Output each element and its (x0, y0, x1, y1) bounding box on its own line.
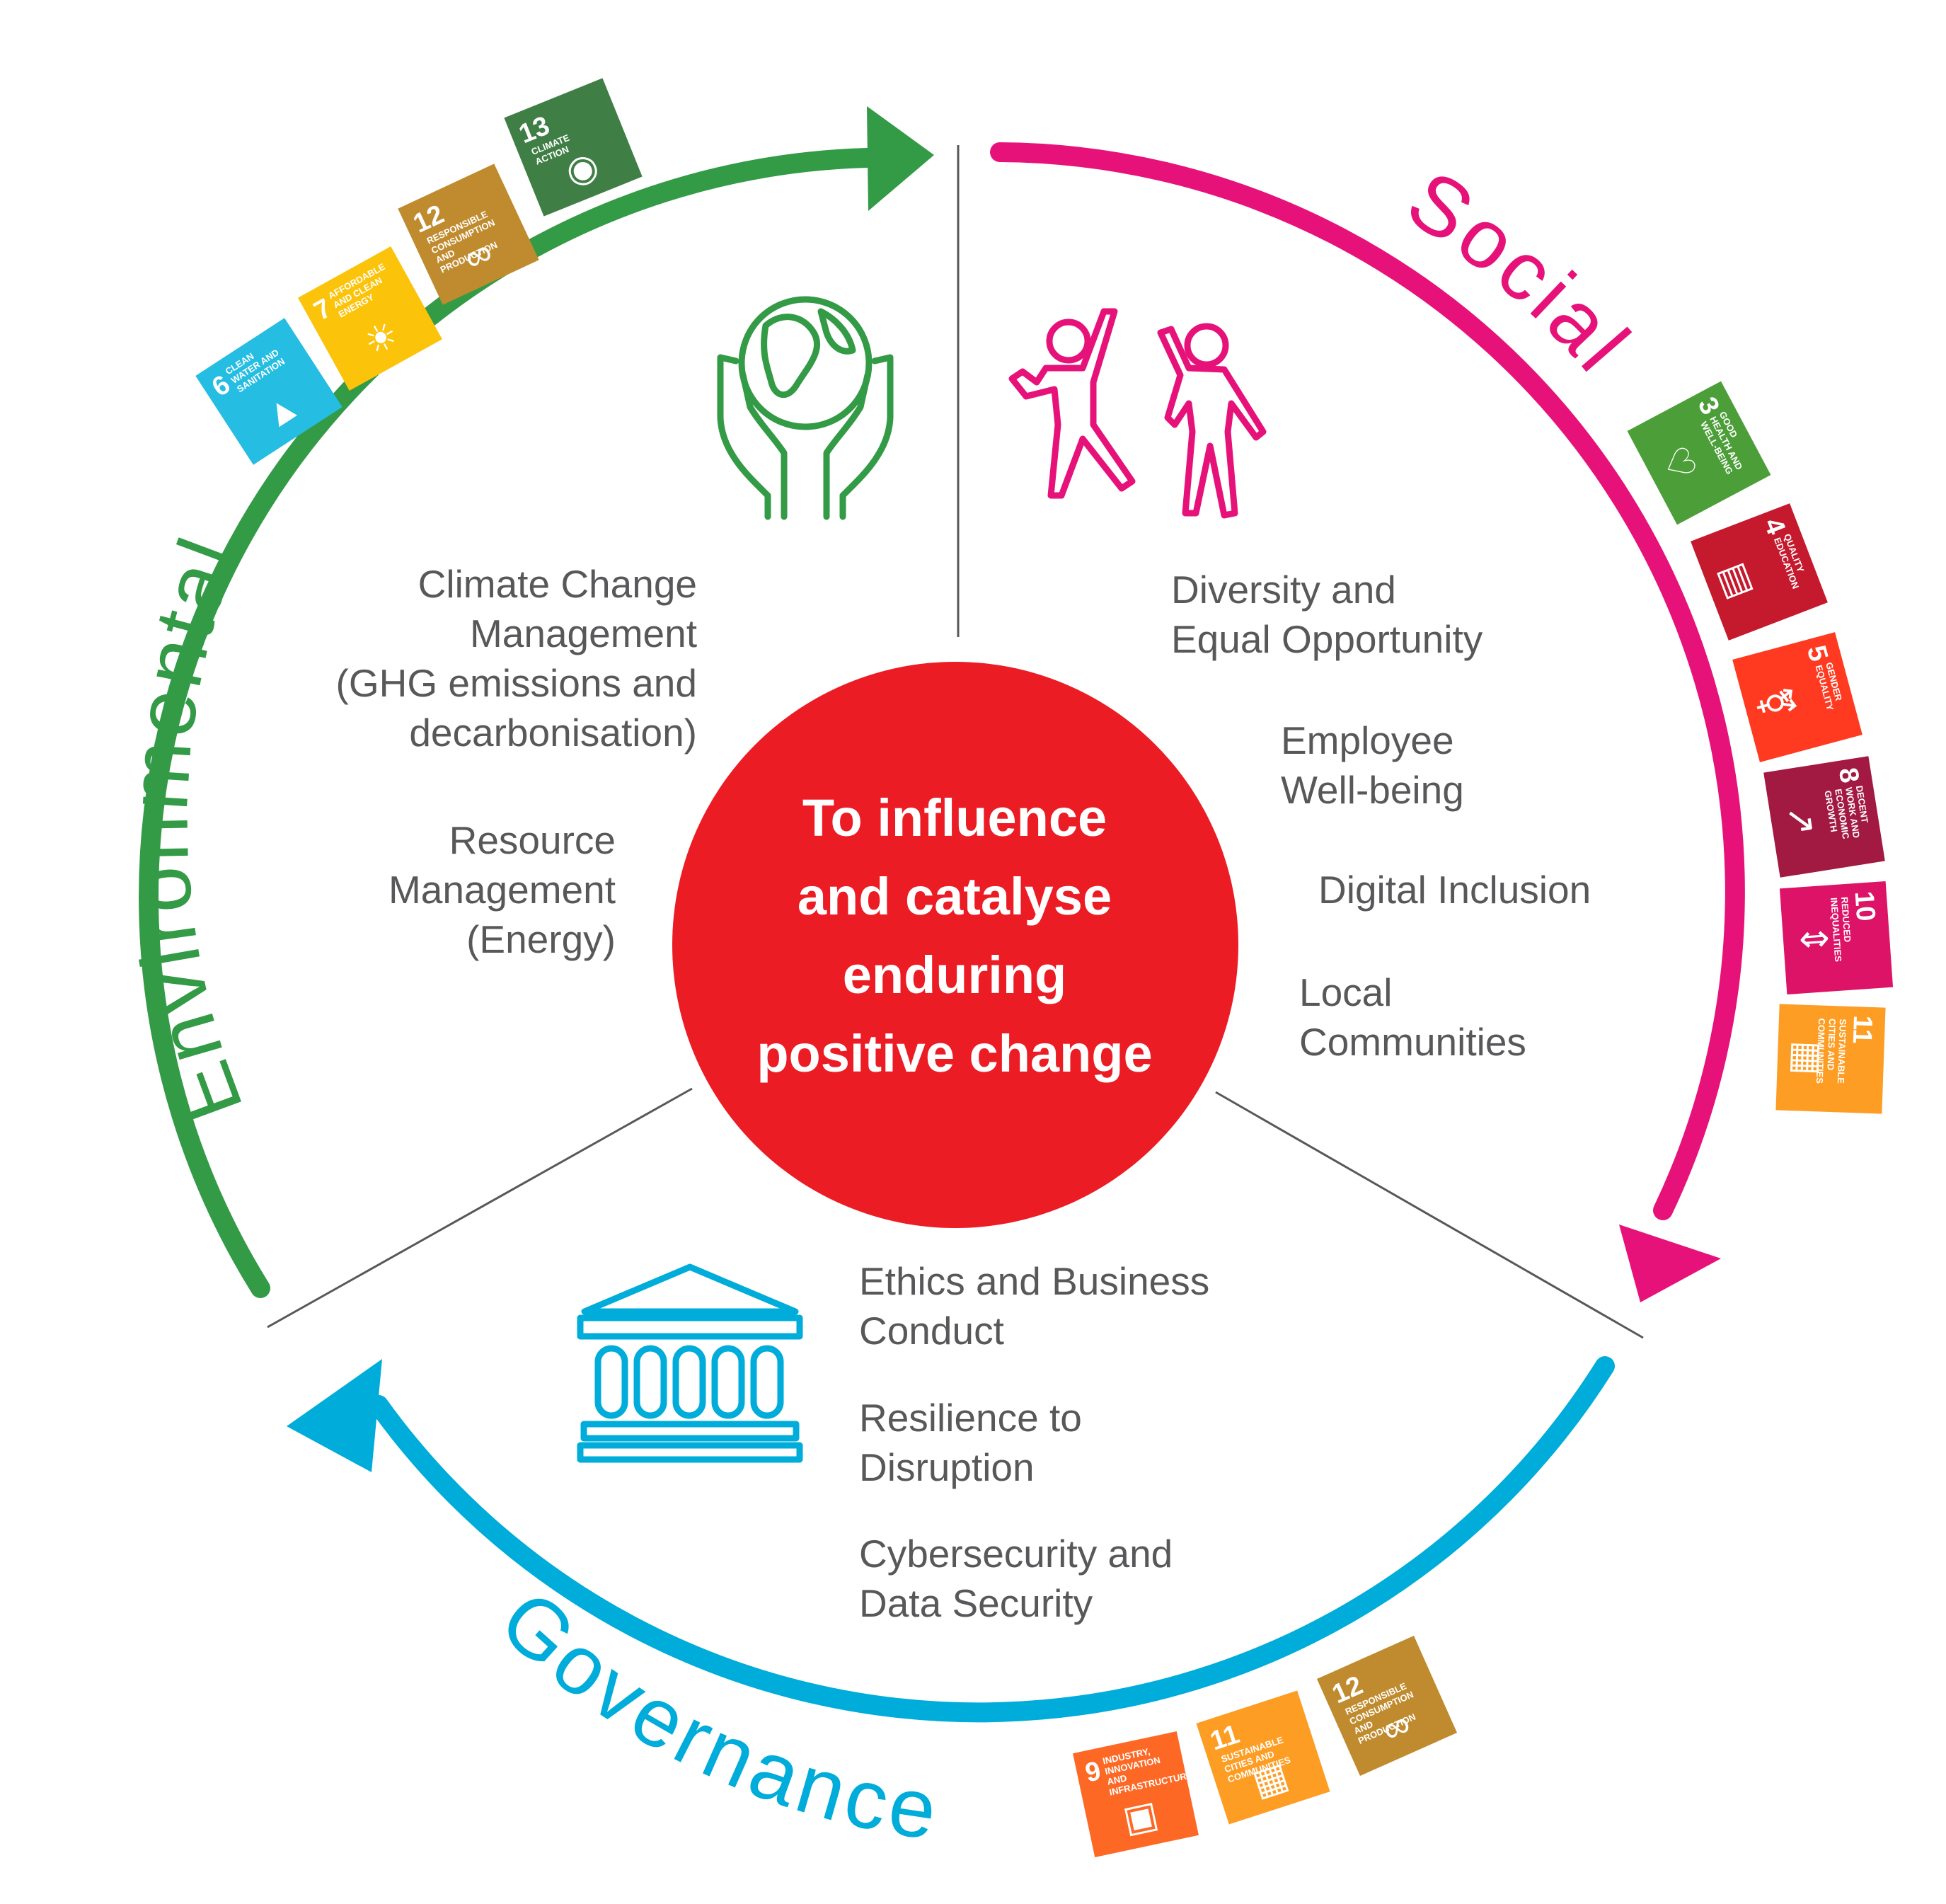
topic-line: Management (388, 868, 616, 912)
center-circle (672, 662, 1238, 1228)
topic-line: Ethics and Business (859, 1259, 1210, 1303)
topic-resilience: Resilience to Disruption (859, 1393, 1082, 1492)
topic-local-communities: Local Communities (1299, 968, 1526, 1067)
environmental-arrowhead (867, 106, 934, 211)
topic-line: Diversity and (1171, 568, 1396, 612)
sdg-number: 10 (1848, 890, 1881, 922)
center-statement: To influence and catalyse enduring posit… (675, 779, 1234, 1093)
equality-arrows-icon: ⇕ (1791, 922, 1835, 957)
topic-climate-change: Climate Change Management (GHG emissions… (336, 559, 697, 757)
governance-arc (369, 1356, 1615, 1723)
topic-resource-management: Resource Management (Energy) (388, 815, 616, 964)
topic-line: Conduct (859, 1309, 1004, 1353)
center-line: positive change (756, 1024, 1153, 1083)
topic-line: Resilience to (859, 1396, 1082, 1440)
topic-line: Equal Opportunity (1171, 617, 1483, 661)
topic-line: Employee (1281, 718, 1454, 762)
social-label: Social (1391, 153, 1650, 391)
sdg-label: GENDER EQUALITY (1813, 661, 1844, 712)
sdg-tile-11-social: 11SUSTAINABLE CITIES AND COMMUNITIES ▦ (1775, 1004, 1886, 1114)
topic-cybersecurity: Cybersecurity and Data Security (859, 1529, 1173, 1628)
divider-left (267, 1087, 693, 1329)
topic-line: Climate Change (418, 562, 697, 606)
topic-line: (Energy) (466, 917, 616, 961)
sdg-tile-9: 9INDUSTRY, INNOVATION AND INFRASTRUCTURE… (1073, 1731, 1199, 1857)
environmental-label: Environmental (112, 524, 261, 1134)
social-arrowhead (1619, 1225, 1721, 1302)
topic-line: Communities (1299, 1020, 1526, 1064)
people-celebrating-icon (1008, 308, 1267, 519)
topic-line: Well-being (1281, 768, 1464, 812)
growth-chart-icon: ↗ (1778, 802, 1824, 839)
sdg-label: INDUSTRY, INNOVATION AND INFRASTRUCTURE (1101, 1745, 1194, 1798)
city-buildings-icon: ▦ (1786, 1040, 1829, 1077)
topic-line: decarbonisation) (409, 711, 697, 755)
center-line: and catalyse (797, 867, 1112, 926)
sdg-tile-10: 10REDUCED INEQUALITIES ⇕ (1779, 881, 1894, 995)
globe-in-hands-icon (717, 296, 894, 520)
topic-digital-inclusion: Digital Inclusion (1318, 865, 1591, 914)
topic-line: Resource (449, 818, 616, 862)
topic-line: Digital Inclusion (1318, 868, 1591, 912)
sdg-label: DECENT WORK AND ECONOMIC GROWTH (1822, 784, 1870, 840)
governance-arrowhead (287, 1359, 382, 1472)
divider-right (1215, 1091, 1644, 1339)
sdg-number: 8 (1832, 765, 1865, 786)
sdg-number: 9 (1083, 1756, 1104, 1789)
institution-building-icon (577, 1263, 803, 1463)
sdg-tile-8: 8DECENT WORK AND ECONOMIC GROWTH ↗ (1763, 756, 1885, 878)
topic-line: (GHG emissions and (335, 661, 697, 705)
topic-line: Disruption (859, 1445, 1035, 1489)
topic-line: Local (1299, 970, 1393, 1014)
environmental-arc (139, 148, 877, 1298)
topic-line: Data Security (859, 1581, 1093, 1625)
topic-line: Management (469, 612, 697, 655)
sdg-number: 5 (1800, 642, 1833, 665)
topic-ethics: Ethics and Business Conduct (859, 1256, 1209, 1355)
topic-employee-wellbeing: Employee Well-being (1281, 716, 1464, 815)
sdg-number: 11 (1846, 1014, 1878, 1045)
topic-line: Cybersecurity and (859, 1532, 1173, 1576)
cubes-icon: ▣ (1119, 1793, 1162, 1841)
center-line: enduring (842, 946, 1067, 1004)
topic-diversity: Diversity and Equal Opportunity (1171, 565, 1482, 664)
center-line: To influence (802, 788, 1107, 847)
social-arc (990, 142, 1745, 1220)
